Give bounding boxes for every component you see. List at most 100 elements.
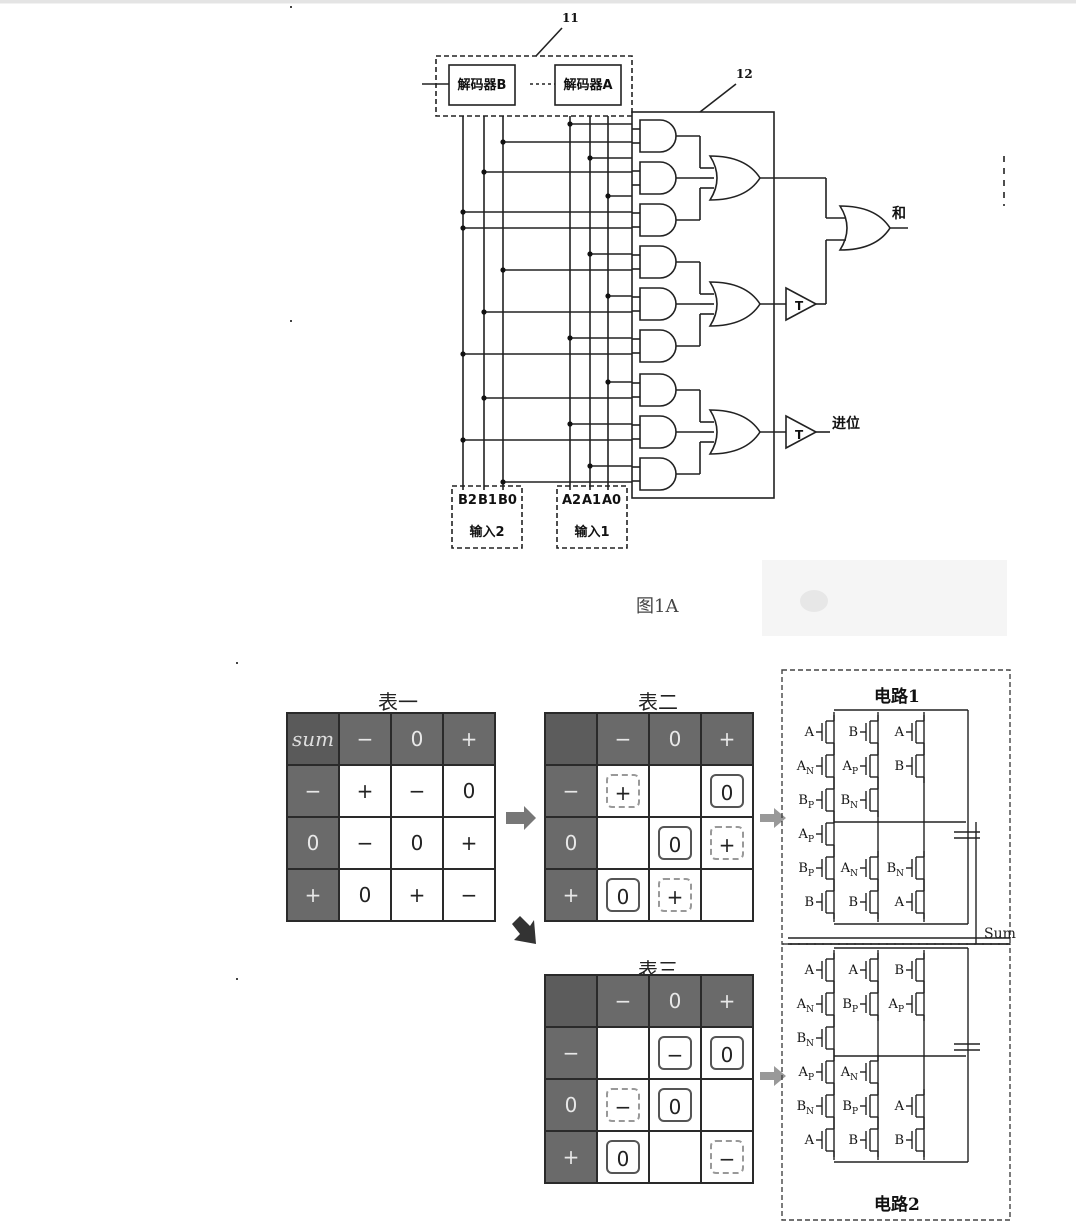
circuit2-transistor-label: AN [796,997,814,1015]
table3-cell: 0 [710,1036,744,1070]
circuit1-transistor-label: B [804,895,814,910]
input1-label: 输入1 [574,524,609,540]
table3-cell [648,1130,702,1184]
circuit1-transistor-label: A [804,725,815,740]
t-buffer-label-1: T [795,299,804,313]
table1-cell: − [442,868,496,922]
circuit2-transistor-label: AN [840,1065,858,1083]
circuit1-transistor-label: A [894,725,905,740]
table3-cell: 0 [658,1088,692,1122]
table2-row-header: − [544,764,598,818]
carry-output-label: 进位 [832,415,860,432]
margin-mark [290,320,292,322]
ref-12-label: 12 [736,67,753,81]
junction-dot [587,155,593,161]
table3-cell [596,1026,650,1080]
junction-dot [587,251,593,257]
ref-11-label: 11 [562,11,579,25]
circuit1-transistor-label: BP [798,793,814,811]
table3-col-header: + [700,974,754,1028]
junction-dot [500,479,506,485]
table2-cell: 0 [606,878,640,912]
junction-dot [605,193,611,199]
and-gate [639,457,677,491]
top-border-shadow [0,3,1076,4]
logic-block-box [631,111,775,499]
table1-row-header: − [286,764,340,818]
decoder-group-box [435,55,633,117]
or-gate [708,155,761,201]
input2-box [451,485,523,549]
and-gate [639,329,677,363]
circuit1-transistor-label: AP [842,759,858,777]
arrow-right-icon [760,1066,786,1086]
arrow-right-icon [506,806,536,830]
table2: − 0 + − + 0 0 0 + + 0 + [544,712,754,922]
circuit1-transistor-label: AN [840,861,858,879]
figure-1a-diagram: 11 12 解码器B 解码器A B2 B1 B0 A2 A1 A0 输入2 输入… [422,11,1005,549]
arrow-diagonal-icon [512,916,536,944]
circuit2-transistor-label: BP [842,997,858,1015]
tristate-buffer [785,286,818,322]
and-gate [639,203,677,237]
input1-bit-a0: A0 [602,493,621,508]
table1-cell: + [390,868,444,922]
table2-cell [596,816,650,870]
junction-dot [460,209,466,215]
table3-cell: − [710,1140,744,1174]
sum-node-label: Sum [984,926,1016,942]
circuit1-transistor-label: AN [796,759,814,777]
circuit2-transistor-label: A [804,963,815,978]
table1-col-header: − [338,712,392,766]
sum-output-label: 和 [892,206,906,222]
circuit2-transistor-label: B [848,1133,858,1148]
junction-dot [567,121,573,127]
circuit2-transistor-label: BP [842,1099,858,1117]
table2-col-header: − [596,712,650,766]
junction-dot [481,309,487,315]
junction-dot [481,395,487,401]
top-border [0,0,1076,3]
table2-cell: + [710,826,744,860]
figure-caption: 图1A [636,596,679,617]
table2-cell [700,868,754,922]
junction-dot [500,267,506,273]
input2-bit-b0: B0 [498,493,517,508]
table1-col-header: + [442,712,496,766]
table2-corner [544,712,598,766]
margin-mark [236,978,238,980]
junction-dot [587,463,593,469]
table3: − 0 + − − 0 0 − 0 + 0 − [544,974,754,1184]
decoder-a-label: 解码器A [562,77,612,93]
junction-dot [605,379,611,385]
table1-col-header: 0 [390,712,444,766]
and-gate [639,373,677,407]
circuit2-transistor-label: B [894,963,904,978]
arrow-right-icon [760,808,786,828]
input2-bit-b2: B2 [458,493,477,508]
circuit1-transistor-label: BN [887,861,905,879]
table1-row-header: 0 [286,816,340,870]
wechat-icon [800,590,828,612]
input2-label: 输入2 [469,524,504,540]
tristate-buffer [785,414,818,450]
table1-row-header: + [286,868,340,922]
table3-cell: − [606,1088,640,1122]
junction-dot [567,421,573,427]
circuit-1-label: 电路1 [874,686,920,707]
junction-dot [567,335,573,341]
circuit1-transistor-label: BN [841,793,859,811]
or-gate [708,409,761,455]
table3-row-header: − [544,1026,598,1080]
or-gate [708,281,761,327]
input2-bit-b1: B1 [478,493,497,508]
leader-11 [535,27,563,57]
table2-title: 表二 [638,690,678,714]
or-gate-final [838,205,891,251]
table1-cell: 0 [442,764,496,818]
circuit1-transistor-label: AP [798,827,814,845]
table3-row-header: + [544,1130,598,1184]
circuit2-transistor-label: A [848,963,859,978]
